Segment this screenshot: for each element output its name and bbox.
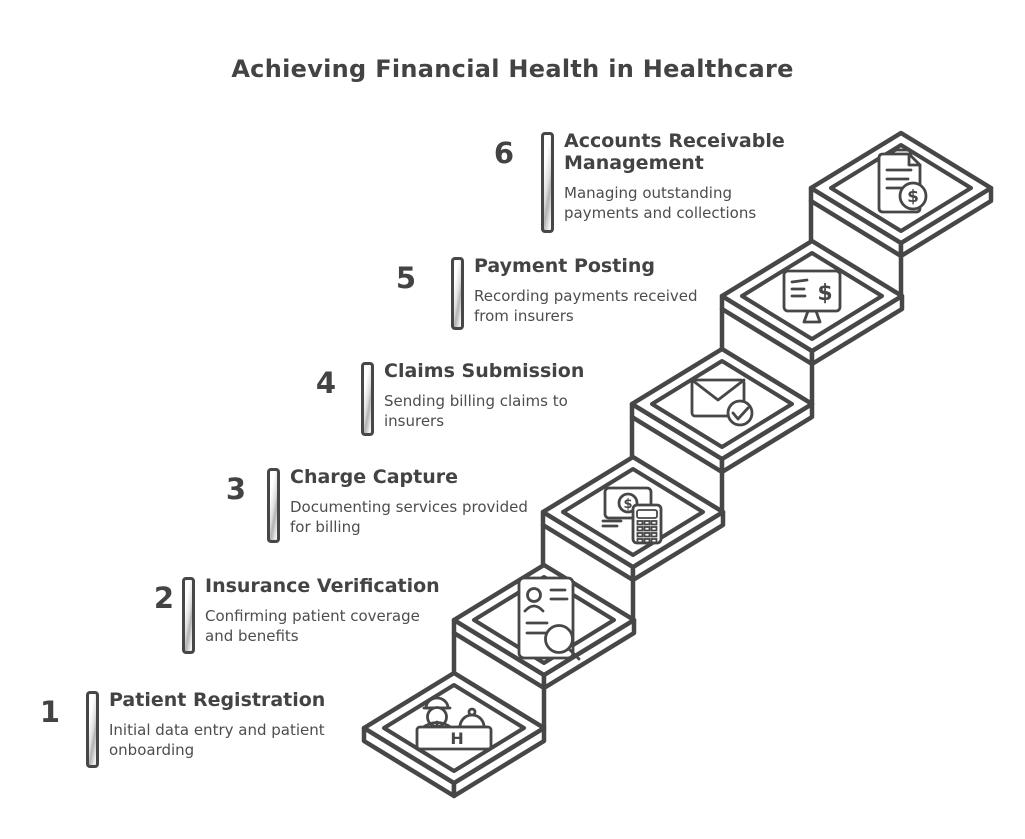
step-bar — [182, 577, 195, 654]
step-title: Insurance Verification — [205, 575, 440, 597]
step-description: Recording payments received from insurer… — [474, 287, 698, 325]
step-description: Documenting services provided for billin… — [290, 498, 528, 536]
step-item-4: 4 Claims Submission Sending billing clai… — [302, 360, 596, 436]
step-title: Charge Capture — [290, 466, 458, 488]
monitor-dollar-icon: $ — [782, 269, 842, 324]
step-item-3: 3 Charge Capture Documenting services pr… — [212, 466, 535, 543]
envelope-check-icon — [690, 378, 754, 427]
reception-desk-icon: H — [415, 696, 493, 751]
step-item-2: 2 Insurance Verification Confirming pati… — [140, 575, 440, 654]
step-number: 4 — [315, 366, 336, 400]
step-description: Confirming patient coverage and benefits — [205, 607, 420, 645]
step-2-block — [451, 562, 637, 731]
step-number: 2 — [153, 581, 174, 615]
step-number: 6 — [493, 136, 514, 170]
document-search-icon — [517, 576, 581, 661]
step-description: Initial data entry and patient onboardin… — [109, 721, 325, 759]
step-1-block: H — [361, 670, 547, 799]
step-description: Managing outstanding payments and collec… — [564, 184, 757, 222]
step-title: Payment Posting — [474, 255, 655, 277]
svg-text:H: H — [450, 729, 463, 748]
step-5-block: $ — [719, 238, 905, 407]
step-number: 3 — [225, 472, 246, 506]
step-bar — [541, 132, 554, 233]
clipboard-dollar-icon: $ — [877, 148, 928, 214]
step-title: Claims Submission — [384, 360, 585, 382]
svg-text:$: $ — [817, 281, 832, 306]
step-number: 5 — [395, 261, 416, 295]
step-title: Accounts Receivable Management — [564, 130, 785, 174]
step-number: 1 — [39, 695, 60, 729]
step-item-5: 5 Payment Posting Recording payments rec… — [382, 255, 709, 330]
svg-text:$: $ — [623, 497, 632, 512]
step-bar — [361, 362, 374, 436]
step-item-6: 6 Accounts Receivable Management Managin… — [480, 130, 789, 233]
step-bar — [451, 257, 464, 330]
step-description: Sending billing claims to insurers — [384, 392, 568, 430]
step-6-block: $ — [808, 130, 994, 299]
money-calculator-icon: $ — [601, 486, 663, 545]
svg-text:$: $ — [907, 187, 919, 207]
step-bar — [86, 691, 99, 768]
step-3-block: $ — [540, 454, 726, 623]
step-item-1: 1 Patient Registration Initial data entr… — [26, 689, 357, 768]
step-bar — [267, 468, 280, 543]
page-title: Achieving Financial Health in Healthcare — [231, 55, 794, 83]
step-4-block — [629, 346, 815, 515]
step-title: Patient Registration — [109, 689, 326, 711]
